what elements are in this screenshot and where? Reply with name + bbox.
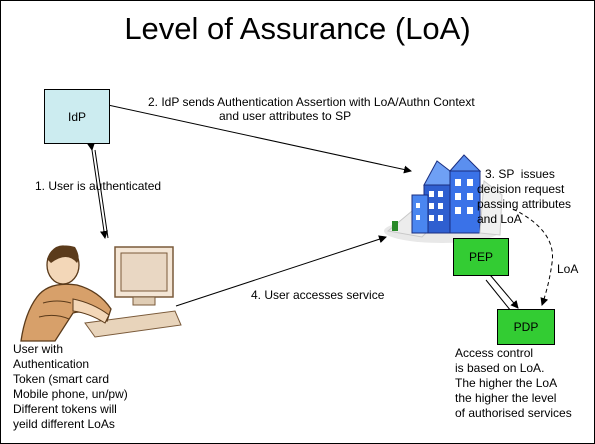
user-note-line2: Authentication [13, 357, 90, 371]
access-note-line4: the higher the level [455, 391, 557, 405]
step3-line4: and LoA [477, 212, 522, 226]
user-note-line6: yeild different LoAs [13, 417, 115, 431]
access-note-line2: is based on LoA. [455, 361, 545, 375]
slide-title: Level of Assurance (LoA) [124, 11, 471, 46]
idp-to-sp-arrow [107, 104, 412, 174]
user-note-line4: Mobile phone, un/pw) [13, 387, 128, 401]
access-note-line1: Access control [455, 346, 534, 360]
access-note-line3: The higher the LoA [455, 376, 558, 390]
idp-label: IdP [67, 109, 86, 124]
user-access-arrow [175, 235, 387, 307]
authentication-arrow [87, 142, 108, 239]
pep-box: PEP [453, 238, 509, 276]
step2-line1: 2. IdP sends Authentication Assertion wi… [148, 95, 475, 109]
pdp-box: PDP [497, 309, 555, 345]
user-note-line1: User with [13, 342, 64, 356]
pep-pdp-arrow [483, 268, 519, 309]
access-note-line5: of authorised services [455, 406, 572, 420]
step1-label: 1. User is authenticated [35, 179, 162, 193]
idp-box: IdP [44, 89, 110, 144]
service-provider-buildings-icon [384, 154, 503, 243]
step3-line1: 3. SP issues [485, 167, 555, 181]
pep-label: PEP [468, 250, 493, 264]
user-note-line5: Different tokens will [13, 402, 117, 416]
step3-line2: decision request [477, 182, 565, 196]
step3-line3: passing attributes [477, 197, 572, 211]
user-note-line3: Token (smart card [13, 372, 110, 386]
step4-label: 4. User accesses service [251, 288, 385, 302]
loa-dashed-arrow [512, 208, 554, 306]
user-at-computer-icon [20, 245, 182, 342]
step2-line2: and user attributes to SP [219, 109, 352, 123]
pdp-label: PDP [513, 320, 539, 334]
loa-arrow-label: LoA [557, 262, 579, 276]
